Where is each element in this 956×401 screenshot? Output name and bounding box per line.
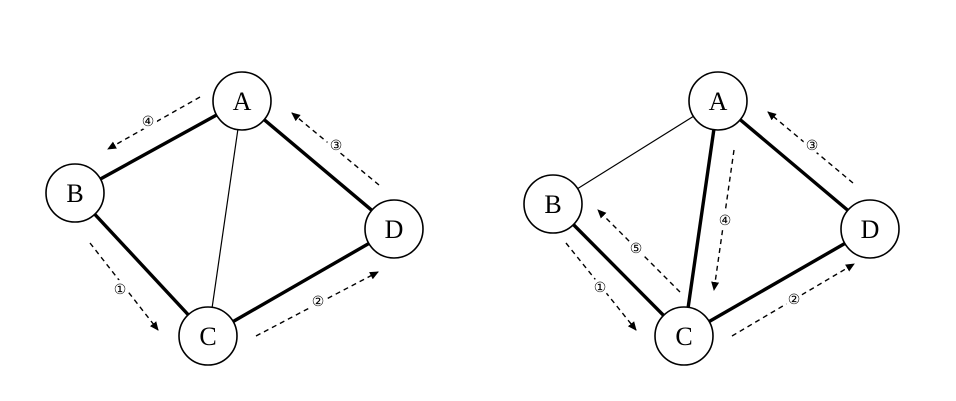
node-circle: [688, 71, 748, 131]
step-arrow-5: ⑤: [597, 209, 681, 293]
step-label-background: [111, 280, 129, 298]
edge-a-d: [240, 99, 396, 231]
node-c: C: [654, 306, 714, 366]
node-a: A: [688, 71, 748, 131]
step-label-background: [716, 211, 734, 229]
step-arrow-3: ③: [291, 112, 380, 186]
step-arrow-3: ③: [767, 111, 854, 184]
edge-b-c: [73, 191, 210, 338]
edge-a-b: [552, 100, 719, 205]
node-b: B: [45, 163, 105, 223]
edge-a-c: [207, 100, 243, 337]
node-b: B: [523, 174, 583, 234]
step-label: ⑤: [630, 242, 643, 257]
node-circle: [654, 306, 714, 366]
step-label-background: [309, 292, 327, 310]
step-label: ②: [312, 295, 325, 310]
node-circle: [523, 174, 583, 234]
node-circle: [45, 163, 105, 223]
node-circle: [212, 71, 272, 131]
node-label: D: [385, 215, 404, 244]
step-arrow-line: [711, 149, 735, 291]
node-label: C: [675, 322, 692, 351]
node-label: D: [861, 215, 880, 244]
node-label: B: [544, 190, 561, 219]
step-label-background: [627, 239, 645, 257]
step-arrow-1: ①: [565, 242, 637, 331]
node-circle: [178, 306, 238, 366]
step-label-background: [327, 136, 345, 154]
step-arrow-2: ②: [731, 263, 855, 337]
step-arrow-4: ④: [107, 96, 201, 150]
node-d: D: [364, 199, 424, 259]
node-circle: [364, 199, 424, 259]
step-arrow-1: ①: [89, 242, 159, 331]
step-arrow-2: ②: [255, 271, 379, 337]
step-label: ③: [806, 139, 819, 154]
node-label: C: [199, 322, 216, 351]
step-arrow-4: ④: [711, 149, 735, 291]
step-label: ④: [142, 115, 155, 130]
edge-c-d: [683, 227, 871, 338]
step-label: ①: [114, 283, 127, 298]
node-label: A: [709, 87, 728, 116]
node-label: B: [66, 179, 83, 208]
node-a: A: [212, 71, 272, 131]
step-label: ②: [788, 293, 801, 308]
step-label-background: [785, 290, 803, 308]
edge-a-b: [74, 99, 243, 195]
edge-a-c: [682, 100, 720, 337]
node-d: D: [840, 199, 900, 259]
node-c: C: [178, 306, 238, 366]
step-label-background: [803, 136, 821, 154]
edge-c-d: [207, 227, 395, 338]
step-label-background: [591, 278, 609, 296]
node-label: A: [233, 87, 252, 116]
step-arrow-line: [731, 263, 855, 337]
step-label: ①: [594, 281, 607, 296]
step-label: ④: [719, 214, 732, 229]
step-label-background: [139, 112, 157, 130]
step-arrow-line: [255, 271, 379, 337]
edge-a-d: [716, 99, 872, 231]
edge-b-c: [551, 202, 686, 338]
step-label: ③: [330, 139, 343, 154]
node-circle: [840, 199, 900, 259]
